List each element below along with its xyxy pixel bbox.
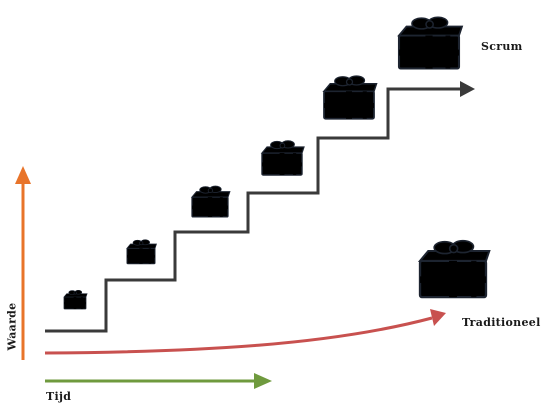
time-axis-arrowhead [254, 373, 272, 389]
traditional-curve [44, 316, 433, 355]
time-axis-label: Tijd [46, 390, 72, 403]
gift-box-icon [64, 290, 87, 309]
gift-box-icon [192, 186, 230, 217]
value-axis-arrowhead [15, 166, 31, 184]
gift-box-icon [399, 17, 462, 68]
traditional-arrowhead [430, 309, 446, 326]
scrum-staircase-line [45, 87, 463, 333]
gift-box-icon [127, 240, 156, 264]
gift-box-icon [324, 76, 377, 119]
scrum-label: Scrum [481, 40, 523, 53]
gift-box-icon [420, 241, 489, 297]
traditional-label: Traditioneel [462, 316, 541, 329]
value-axis-label: Waarde [5, 302, 19, 351]
scrum-arrowhead [460, 81, 475, 97]
gift-box-icon [262, 141, 304, 175]
